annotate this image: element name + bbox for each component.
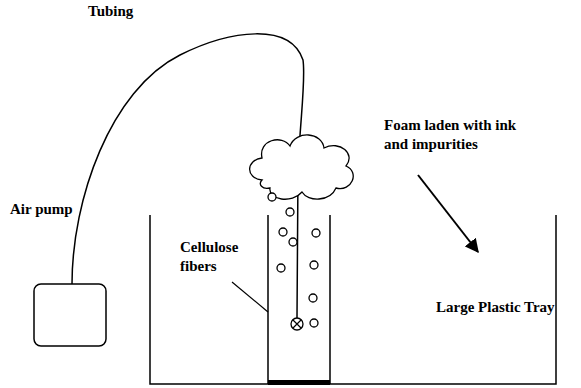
foam-cloud	[250, 135, 354, 199]
leader-line	[232, 282, 268, 312]
column-outline	[268, 215, 330, 384]
foam-label: Foam laden with ink and impurities	[384, 116, 534, 154]
column-base	[268, 380, 330, 385]
air-pump-box	[34, 284, 106, 346]
tubing-label: Tubing	[88, 2, 178, 21]
air-bubbles	[268, 193, 320, 327]
tray-label: Large Plastic Tray	[436, 298, 576, 317]
diffuser	[291, 318, 303, 330]
pump-label: Air pump	[10, 200, 100, 219]
fiber-label: Cellulose fibers	[180, 238, 260, 276]
overflow-arrow	[418, 175, 478, 252]
